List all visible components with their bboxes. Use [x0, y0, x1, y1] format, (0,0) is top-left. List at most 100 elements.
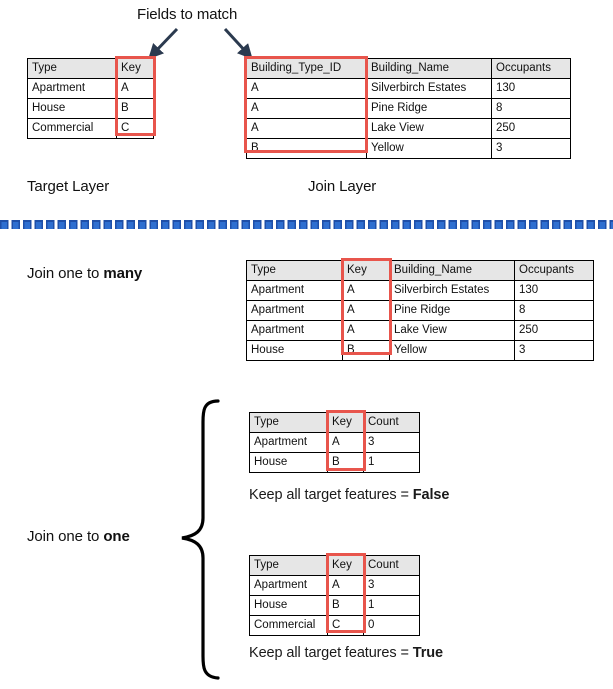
keep-all-true-value: True	[412, 645, 443, 661]
cell-count: 3	[363, 575, 420, 596]
one-to-one-false-table: Type Key Count Apartment A 3 House B 1	[249, 412, 420, 473]
join-one-to-one-emphasis: one	[103, 528, 130, 545]
cell-key: A	[342, 280, 390, 301]
cell-building-type-id: A	[246, 118, 367, 139]
table-row: Apartment A Pine Ridge 8	[246, 300, 594, 321]
join-layer-table: Building_Type_ID Building_Name Occupants…	[246, 58, 571, 159]
join-one-to-one-label: Join one to one	[27, 528, 130, 545]
cell-building-type-id: B	[246, 138, 367, 159]
cell-building-name: Yellow	[389, 340, 515, 361]
col-header-key: Key	[116, 58, 154, 79]
cell-building-type-id: A	[246, 78, 367, 99]
col-header-key: Key	[327, 412, 364, 433]
arrow-down-left-icon	[148, 27, 179, 60]
cell-occupants: 3	[514, 340, 594, 361]
table-header-row: Type Key Count	[249, 412, 420, 433]
col-header-count: Count	[363, 555, 420, 576]
target-layer-table-wrapper: Type Key Apartment A House B Commercial …	[27, 56, 156, 139]
cell-key: C	[116, 118, 154, 139]
cell-type: Apartment	[249, 432, 328, 453]
table-header-row: Type Key Building_Name Occupants	[246, 260, 594, 281]
cell-building-name: Yellow	[366, 138, 492, 159]
col-header-type: Type	[249, 555, 328, 576]
cell-type: House	[27, 98, 117, 119]
keep-all-true-text: Keep all target features =	[249, 645, 413, 661]
table-row: Commercial C 0	[249, 615, 420, 636]
cell-type: Commercial	[249, 615, 328, 636]
cell-type: House	[246, 340, 343, 361]
col-header-building-name: Building_Name	[389, 260, 515, 281]
cell-type: Apartment	[249, 575, 328, 596]
one-to-one-false-table-wrapper: Type Key Count Apartment A 3 House B 1	[249, 410, 420, 473]
cell-occupants: 130	[491, 78, 571, 99]
table-row: House B 1	[249, 452, 420, 473]
col-header-key: Key	[327, 555, 364, 576]
one-to-many-table: Type Key Building_Name Occupants Apartme…	[246, 260, 594, 361]
table-row: House B	[27, 98, 154, 119]
cell-type: House	[249, 595, 328, 616]
cell-occupants: 130	[514, 280, 594, 301]
cell-key: A	[342, 300, 390, 321]
one-to-one-true-table-wrapper: Type Key Count Apartment A 3 House B 1 C…	[249, 553, 420, 636]
cell-type: Apartment	[246, 320, 343, 341]
cell-building-name: Silverbirch Estates	[366, 78, 492, 99]
section-divider	[0, 220, 613, 229]
cell-key: C	[327, 615, 364, 636]
target-layer-label: Target Layer	[27, 178, 110, 195]
cell-building-name: Lake View	[389, 320, 515, 341]
curly-brace-icon	[181, 399, 220, 680]
table-header-row: Type Key	[27, 58, 154, 79]
cell-key: A	[327, 432, 364, 453]
col-header-type: Type	[246, 260, 343, 281]
cell-key: A	[342, 320, 390, 341]
col-header-occupants: Occupants	[514, 260, 594, 281]
cell-key: A	[327, 575, 364, 596]
cell-occupants: 3	[491, 138, 571, 159]
join-one-to-many-emphasis: many	[103, 265, 143, 282]
keep-all-false-value: False	[412, 487, 450, 503]
cell-occupants: 8	[514, 300, 594, 321]
table-row: Apartment A	[27, 78, 154, 99]
cell-building-name: Lake View	[366, 118, 492, 139]
cell-key: B	[327, 452, 364, 473]
one-to-many-table-wrapper: Type Key Building_Name Occupants Apartme…	[246, 258, 594, 361]
table-row: Apartment A 3	[249, 575, 420, 596]
table-row: Apartment A Silverbirch Estates 130	[246, 280, 594, 301]
cell-building-name: Pine Ridge	[366, 98, 492, 119]
table-row: A Pine Ridge 8	[246, 98, 571, 119]
table-row: Apartment A Lake View 250	[246, 320, 594, 341]
cell-key: A	[116, 78, 154, 99]
cell-type: Apartment	[246, 300, 343, 321]
cell-occupants: 250	[514, 320, 594, 341]
table-row: House B 1	[249, 595, 420, 616]
table-row: House B Yellow 3	[246, 340, 594, 361]
col-header-building-type-id: Building_Type_ID	[246, 58, 367, 79]
cell-key: B	[116, 98, 154, 119]
cell-building-type-id: A	[246, 98, 367, 119]
cell-count: 1	[363, 452, 420, 473]
col-header-type: Type	[27, 58, 117, 79]
join-one-to-one-text: Join one to	[27, 528, 104, 545]
cell-occupants: 8	[491, 98, 571, 119]
join-layer-label: Join Layer	[308, 178, 377, 195]
fields-to-match-label: Fields to match	[137, 6, 238, 23]
join-one-to-many-text: Join one to	[27, 265, 104, 282]
table-row: A Silverbirch Estates 130	[246, 78, 571, 99]
col-header-count: Count	[363, 412, 420, 433]
cell-type: Apartment	[27, 78, 117, 99]
cell-key: B	[342, 340, 390, 361]
cell-type: Apartment	[246, 280, 343, 301]
table-row: A Lake View 250	[246, 118, 571, 139]
table-header-row: Type Key Count	[249, 555, 420, 576]
keep-all-true-label: Keep all target features = True	[249, 645, 443, 661]
keep-all-false-label: Keep all target features = False	[249, 487, 449, 503]
col-header-type: Type	[249, 412, 328, 433]
col-header-occupants: Occupants	[491, 58, 571, 79]
cell-building-name: Pine Ridge	[389, 300, 515, 321]
col-header-building-name: Building_Name	[366, 58, 492, 79]
col-header-key: Key	[342, 260, 390, 281]
arrow-down-right-icon	[223, 27, 253, 60]
table-header-row: Building_Type_ID Building_Name Occupants	[246, 58, 571, 79]
one-to-one-true-table: Type Key Count Apartment A 3 House B 1 C…	[249, 555, 420, 636]
